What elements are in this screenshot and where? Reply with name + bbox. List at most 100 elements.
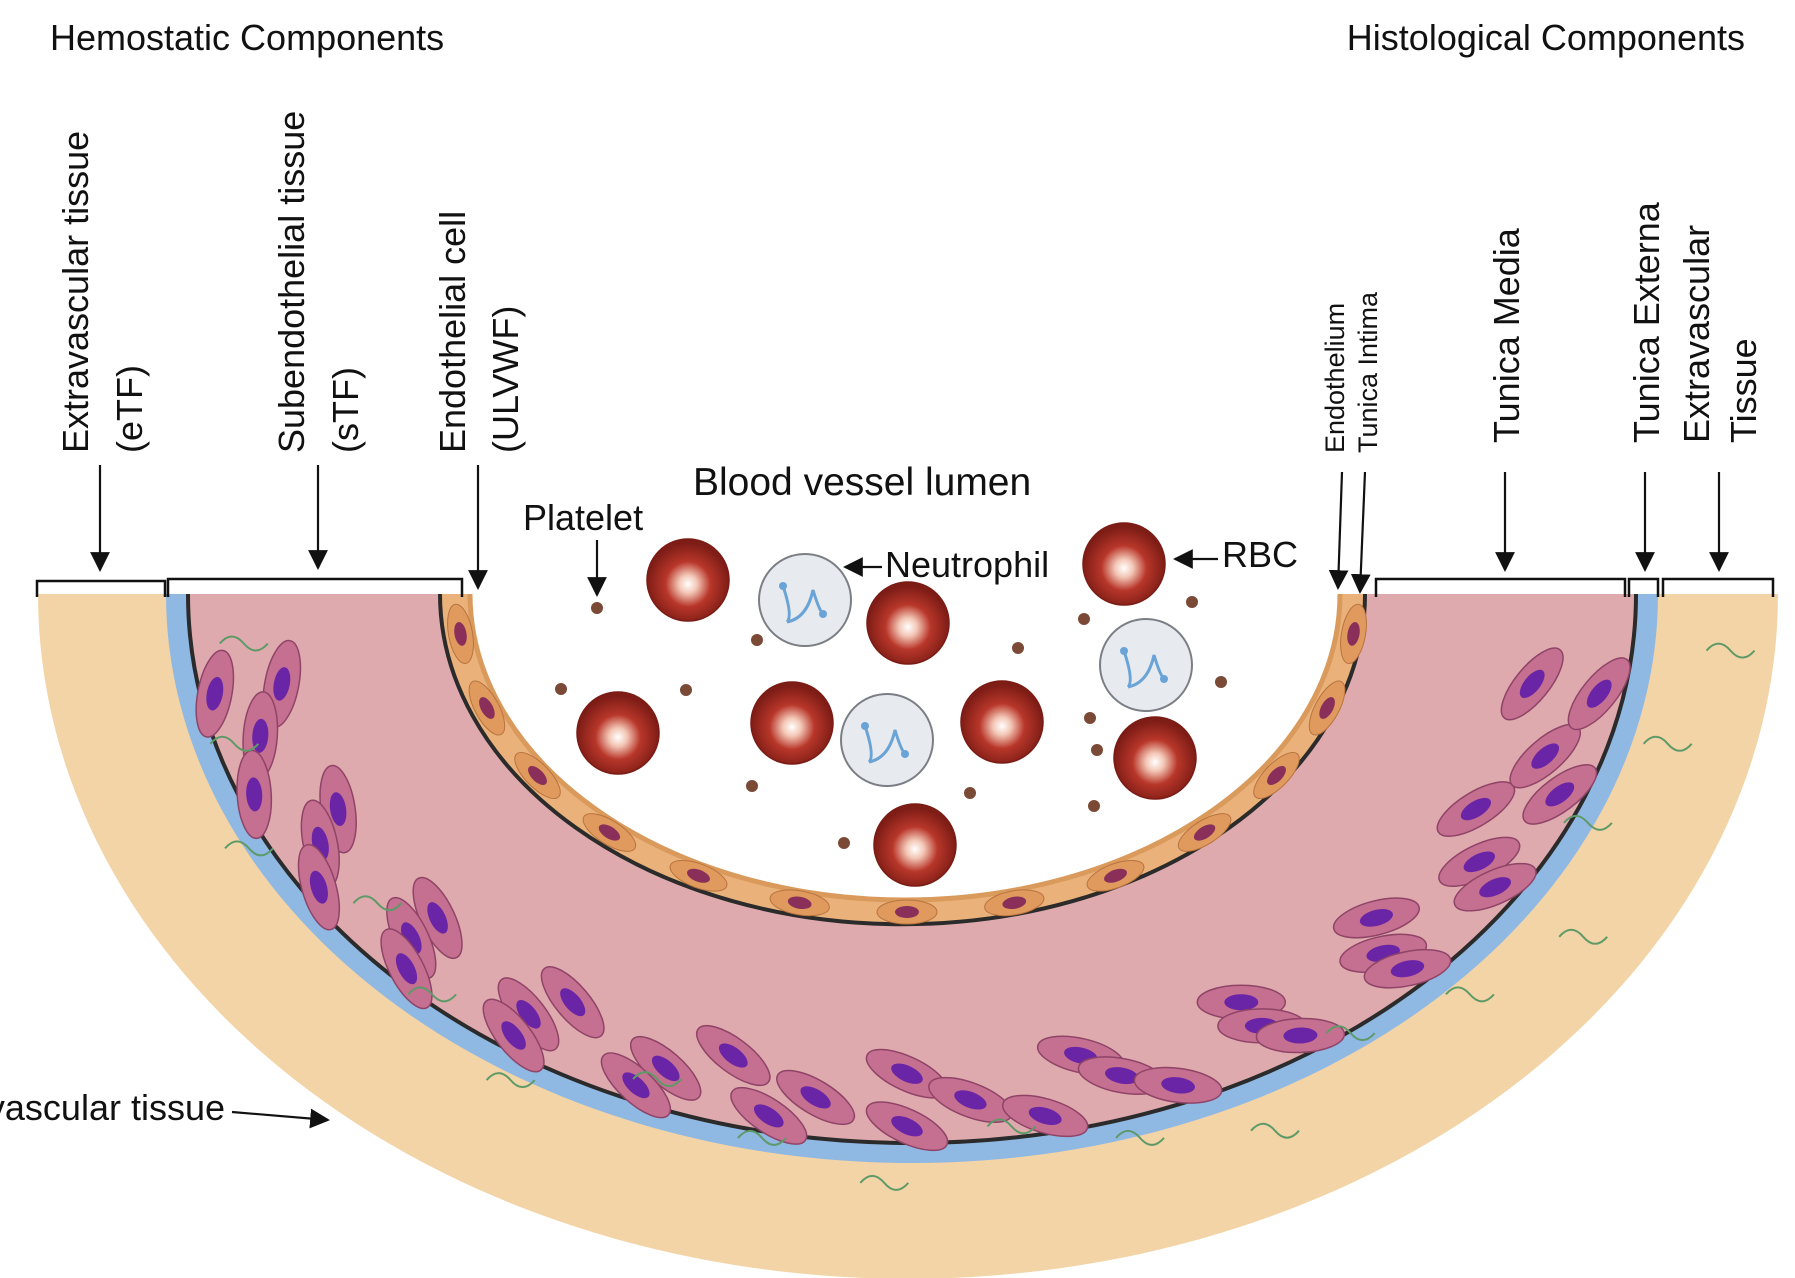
connective-fiber xyxy=(859,1174,910,1191)
smooth-muscle-nucleus xyxy=(329,792,347,826)
platelet xyxy=(1088,800,1100,812)
smooth-muscle-cell xyxy=(776,1069,856,1126)
smooth-muscle-cells xyxy=(195,639,1631,1152)
hemostatic-components-header: Hemostatic Components xyxy=(50,17,444,58)
neutrophil-nucleus xyxy=(781,585,825,624)
platelets xyxy=(555,596,1227,849)
smooth-muscle-cell xyxy=(865,1101,949,1152)
endothelial-nucleus xyxy=(528,765,547,786)
extravascular-right-line2: Tissue xyxy=(1723,338,1764,443)
connective-fibers xyxy=(209,635,1756,1191)
smooth-muscle-nucleus xyxy=(1479,877,1511,898)
arrow-tunica-intima xyxy=(1350,471,1371,594)
red-blood-cells xyxy=(576,522,1197,887)
connective-fiber xyxy=(1563,814,1613,831)
platelet xyxy=(1215,676,1227,688)
endothelial-cell xyxy=(876,899,938,925)
endothelial-nucleus xyxy=(787,896,812,910)
endothelial-cell xyxy=(1308,680,1346,736)
bracket-extravascular-left xyxy=(35,579,167,597)
connective-fiber xyxy=(209,735,260,752)
endothelial-cell xyxy=(669,859,728,892)
smooth-muscle-nucleus xyxy=(427,902,448,934)
smooth-muscle-nucleus xyxy=(753,1104,784,1128)
neutrophil-membrane xyxy=(758,553,852,647)
tunica-intima-label: Tunica Intima xyxy=(1353,291,1383,453)
endothelial-cell xyxy=(1177,813,1232,852)
smooth-muscle-cell xyxy=(1255,1017,1346,1054)
connective-fiber xyxy=(632,1071,682,1088)
neutrophil-membrane xyxy=(1099,618,1193,712)
neutrophil-membrane xyxy=(840,693,934,787)
neutrophil-nucleus xyxy=(863,725,907,764)
smooth-muscle-cell xyxy=(1522,764,1598,825)
endothelial-nucleus xyxy=(1104,868,1127,883)
neutrophil-lobe xyxy=(819,610,827,618)
endothelial-cell xyxy=(1340,603,1367,665)
smooth-muscle-nucleus xyxy=(309,870,328,904)
smooth-muscle-nucleus xyxy=(651,1055,680,1082)
tunica-media-label: Tunica Media xyxy=(1486,227,1527,443)
smooth-muscle-nucleus xyxy=(891,1063,923,1084)
neutrophil-nucleus xyxy=(1122,650,1166,689)
red-blood-cell xyxy=(866,581,950,665)
connective-fiber xyxy=(219,635,269,652)
extravascular-etf-label: Extravascular tissue (eTF) xyxy=(55,131,150,453)
smooth-muscle-nucleus xyxy=(1359,909,1393,927)
connective-fiber xyxy=(224,840,274,857)
platelet xyxy=(680,684,692,696)
endothelial-nucleus xyxy=(598,824,621,841)
histological-components-header: Histological Components xyxy=(1347,17,1745,58)
smooth-muscle-cell xyxy=(1363,948,1452,989)
platelet xyxy=(1084,712,1096,724)
platelet xyxy=(591,602,603,614)
endothelial-nucleus xyxy=(1319,697,1335,719)
extravascular-tissue-right-label: Extravascular Tissue xyxy=(1676,225,1764,443)
endothelial-nucleus xyxy=(895,906,919,918)
extravascular-tissue-bottom-label: Extravascular tissue xyxy=(0,1087,225,1128)
endothelial-cell xyxy=(582,813,637,852)
extravascular-right-line1: Extravascular xyxy=(1676,225,1717,443)
platelet xyxy=(1091,744,1103,756)
neutrophil-cell xyxy=(758,553,852,647)
smooth-muscle-nucleus xyxy=(718,1043,748,1068)
platelet xyxy=(555,683,567,695)
connective-fiber xyxy=(1115,1129,1165,1146)
smooth-muscle-nucleus xyxy=(206,676,224,711)
neutrophil-lobe xyxy=(1120,647,1128,655)
label-arrows xyxy=(90,465,1729,1129)
smooth-muscle-nucleus xyxy=(246,777,263,812)
smooth-muscle-cell xyxy=(1332,897,1420,939)
endothelial-cell xyxy=(468,680,506,736)
endothelial-label-line1: Endothelial cell xyxy=(432,211,473,453)
neutrophil-lobe xyxy=(861,722,869,730)
smooth-muscle-cell xyxy=(195,649,235,738)
smooth-muscle-cell xyxy=(1567,657,1631,731)
platelet xyxy=(964,787,976,799)
bracket-extravascular-right xyxy=(1661,577,1775,597)
smooth-muscle-nucleus xyxy=(1586,679,1612,708)
smooth-muscle-cell xyxy=(695,1024,771,1087)
lumen-contents xyxy=(555,522,1227,887)
connective-fiber xyxy=(986,1118,1037,1135)
smooth-muscle-cell xyxy=(380,928,433,1010)
rbc-label: RBC xyxy=(1222,534,1298,575)
smooth-muscle-nucleus xyxy=(516,1000,541,1029)
smooth-muscle-nucleus xyxy=(560,988,586,1017)
platelet xyxy=(838,837,850,849)
endothelial-nucleus xyxy=(1002,896,1027,910)
endothelial-label-line2: (ULVWF) xyxy=(485,306,526,453)
subendothelial-stf-label: Subendothelial tissue (sTF) xyxy=(271,111,366,453)
bracket-tunica-media xyxy=(1374,577,1627,597)
red-blood-cell xyxy=(873,803,957,887)
smooth-muscle-nucleus xyxy=(1161,1077,1195,1094)
smooth-muscle-nucleus xyxy=(1545,782,1575,807)
endothelial-nucleus xyxy=(454,622,467,646)
connective-fiber xyxy=(1445,986,1495,1003)
smooth-muscle-cell xyxy=(630,1035,702,1101)
smooth-muscle-nucleus xyxy=(1463,851,1496,873)
connective-fiber xyxy=(1705,642,1756,659)
neutrophil-cell xyxy=(840,693,934,787)
vessel-wall xyxy=(38,593,1778,1278)
